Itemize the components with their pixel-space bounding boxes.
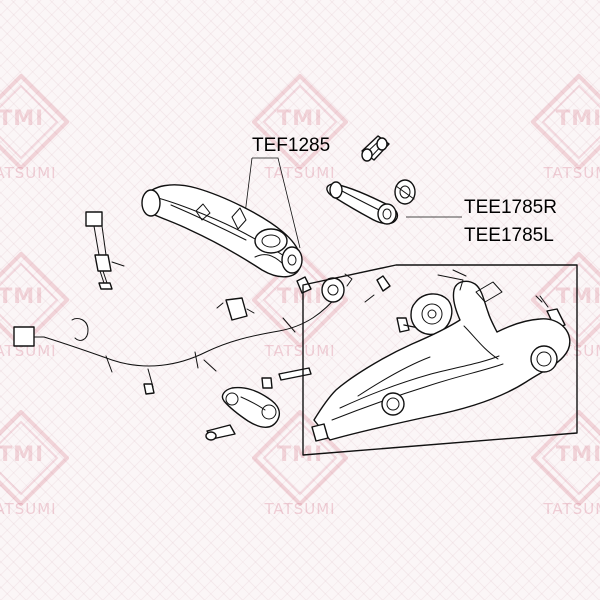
- trailing-arm: [311, 269, 571, 442]
- rear-subframe: [302, 264, 578, 456]
- part-number-link-right: TEE1785R: [464, 197, 557, 218]
- upper-link: [326, 181, 399, 225]
- link-bushing: [394, 179, 416, 205]
- small-hardware: [216, 275, 566, 333]
- lower-link-group: [143, 367, 312, 441]
- part-number-control-arm: TEF1285: [252, 135, 331, 156]
- abs-sensor-harness: [13, 292, 341, 388]
- upper-bushing: [361, 135, 390, 162]
- stabilizer-link: [85, 211, 125, 290]
- part-number-link-left: TEE1785L: [464, 225, 554, 246]
- upper-control-arm: [141, 184, 303, 278]
- wheel-hub: [321, 273, 453, 335]
